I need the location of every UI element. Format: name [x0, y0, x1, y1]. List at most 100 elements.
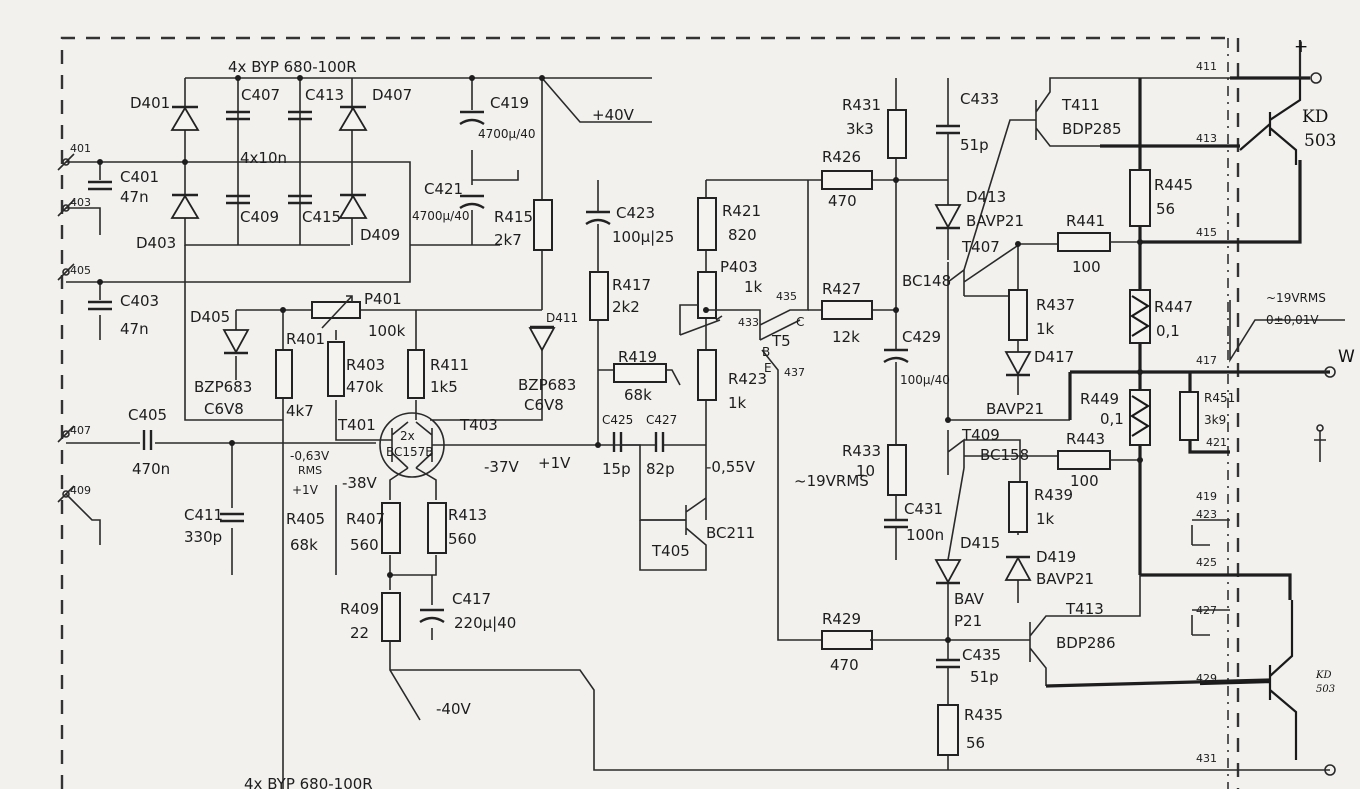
pin-423: 423 — [1196, 508, 1217, 521]
pin-407: 407 — [70, 424, 91, 437]
type-D405: BZP683 — [194, 378, 252, 396]
resistor-R411 — [407, 349, 425, 399]
pin-433: 433 — [738, 316, 759, 329]
label-C429: C429 — [902, 328, 941, 346]
label-C417: C417 — [452, 590, 491, 608]
label-T401: T401 — [337, 416, 376, 434]
label-R419: R419 — [618, 348, 657, 366]
label-D415: D415 — [960, 534, 1000, 552]
label-D413: D413 — [966, 188, 1006, 206]
label-C: C — [796, 315, 804, 329]
label-T405: T405 — [651, 542, 690, 560]
value-C431: 100n — [906, 526, 944, 544]
resistor-R441 — [1057, 232, 1111, 252]
kd-label-bottom: KD — [1315, 670, 1332, 681]
value-R439: 1k — [1036, 510, 1055, 528]
label-D401: D401 — [130, 94, 170, 112]
volt-minus37: -37V — [484, 458, 519, 476]
label-T409: T409 — [961, 426, 1000, 444]
label-R409: R409 — [340, 600, 379, 618]
value-C411: 330p — [184, 528, 222, 546]
label-x2: 2x — [400, 429, 415, 443]
label-R415: R415 — [494, 208, 533, 226]
label-R426: R426 — [822, 148, 861, 166]
value-R451: 3k9 — [1204, 413, 1226, 427]
pin-435: 435 — [776, 290, 797, 303]
label-R437: R437 — [1036, 296, 1075, 314]
label-D409: D409 — [360, 226, 400, 244]
label-R449: R449 — [1080, 390, 1119, 408]
output-stage — [1029, 40, 1345, 776]
board-outline — [60, 36, 1240, 789]
label-T407: T407 — [961, 238, 1000, 256]
resistor-R409 — [381, 592, 401, 642]
label-T5: T5 — [771, 332, 791, 350]
label-R429: R429 — [822, 610, 861, 628]
kd-label-bottom-num: 503 — [1316, 684, 1335, 695]
value-R415: 2k7 — [494, 231, 522, 249]
label-T403: T403 — [459, 416, 498, 434]
label-R447: R447 — [1154, 298, 1193, 316]
value-R426: 470 — [828, 192, 857, 210]
kd-label-top-num: 503 — [1304, 131, 1336, 151]
label-D407: D407 — [372, 86, 412, 104]
pin-405: 405 — [70, 264, 91, 277]
label-R405: R405 — [286, 510, 325, 528]
resistor-R443 — [1057, 450, 1111, 470]
label-D417: D417 — [1034, 348, 1074, 366]
transistor-pair — [376, 320, 1330, 771]
resistor-R429 — [821, 630, 873, 650]
diode-D401 — [170, 105, 200, 131]
value-R441: 100 — [1072, 258, 1101, 276]
supply-plus40: +40V — [592, 106, 635, 124]
resistor-R403 — [327, 341, 345, 397]
output-w-label: W — [1338, 347, 1355, 367]
value-R411: 1k5 — [430, 378, 458, 396]
resistor-R437 — [1008, 289, 1028, 341]
value-C425: 15p — [602, 460, 631, 478]
resistor-R421 — [697, 197, 717, 251]
value-D411: C6V8 — [524, 396, 564, 414]
label-D403: D403 — [136, 234, 176, 252]
value-R421: 820 — [728, 226, 757, 244]
volt-minus38: -38V — [342, 474, 377, 492]
type-D413: BAVP21 — [966, 212, 1024, 230]
type-T411: BDP285 — [1062, 120, 1122, 138]
value-R427: 12k — [832, 328, 860, 346]
value-R437: 1k — [1036, 320, 1055, 338]
label-R451: R451 — [1204, 391, 1235, 405]
label-C431: C431 — [904, 500, 943, 518]
value-R419: 68k — [624, 386, 652, 404]
type-D415: BAV — [954, 590, 985, 608]
volt-minus055: -0,55V — [706, 458, 756, 476]
label-C415: C415 — [302, 208, 341, 226]
resistor-R413 — [427, 502, 447, 554]
type-T409: BC158 — [980, 446, 1029, 464]
value-R435: 56 — [966, 734, 985, 752]
label-R413: R413 — [448, 506, 487, 524]
junction-dots — [97, 75, 1143, 643]
resistor-R401 — [275, 349, 293, 399]
volt-19rms: ~19VRMS — [794, 472, 869, 490]
value-C427: 82p — [646, 460, 675, 478]
label-D411: D411 — [546, 311, 578, 325]
volt-plus1: +1V — [538, 454, 571, 472]
resistor-R407 — [381, 502, 401, 554]
label-D405: D405 — [190, 308, 230, 326]
pin-401: 401 — [70, 142, 91, 155]
resistor-P403 — [697, 271, 717, 319]
label-R431: R431 — [842, 96, 881, 114]
label-C407: C407 — [241, 86, 280, 104]
value-C421: 4700μ/40 — [412, 209, 470, 223]
pin-403: 403 — [70, 196, 91, 209]
header-label: 4x BYP 680-100R — [228, 58, 357, 76]
kd-label-top: KD — [1302, 107, 1328, 127]
pin-437: 437 — [784, 366, 805, 379]
label-T413: T413 — [1065, 600, 1104, 618]
label-R401: R401 — [286, 330, 325, 348]
label-C423: C423 — [616, 204, 655, 222]
bias-diodes — [1004, 232, 1140, 603]
label-P403: P403 — [720, 258, 758, 276]
label-B: B — [762, 345, 770, 359]
